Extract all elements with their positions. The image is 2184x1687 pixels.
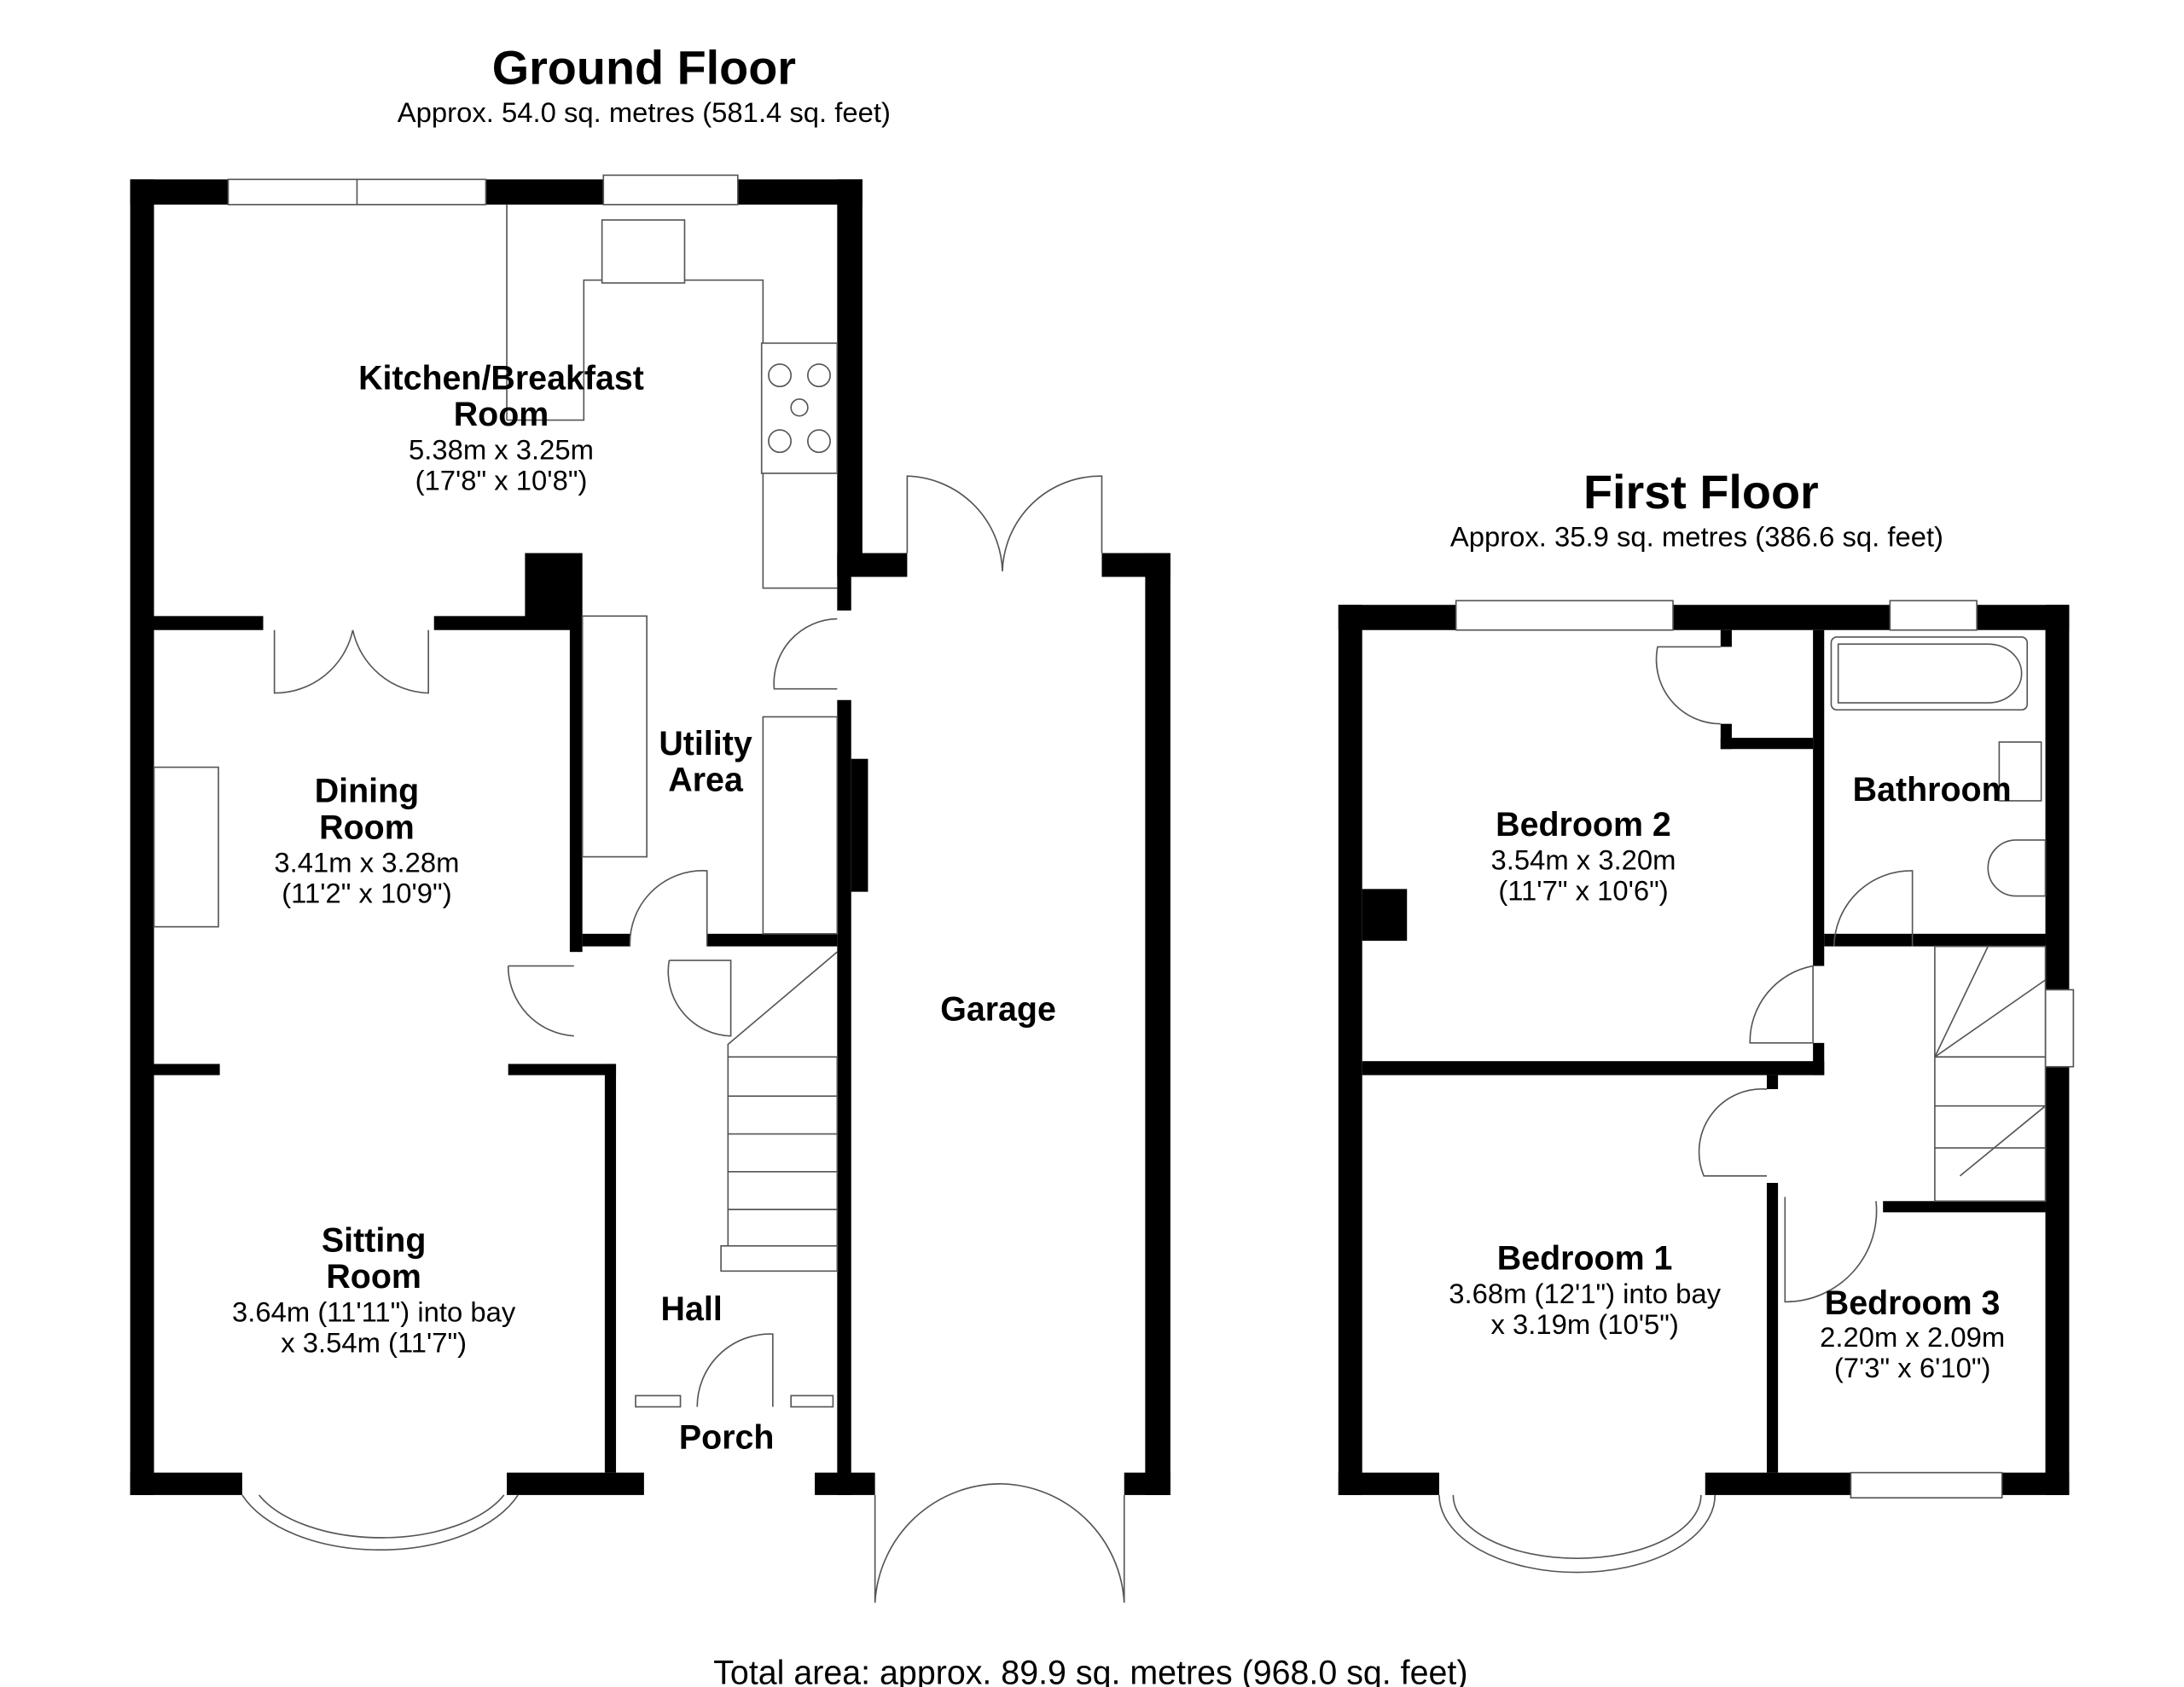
room-garage: Garage bbox=[940, 991, 1056, 1029]
ground-floor-area: Approx. 54.0 sq. metres (581.4 sq. feet) bbox=[398, 96, 891, 128]
total-area: Total area: approx. 89.9 sq. metres (968… bbox=[713, 1654, 1467, 1687]
svg-text:2.20m x 2.09m: 2.20m x 2.09m bbox=[1820, 1321, 2005, 1353]
room-dining: Dining Room 3.41m x 3.28m (11'2" x 10'9"… bbox=[274, 773, 459, 909]
svg-text:x 3.19m (10'5"): x 3.19m (10'5") bbox=[1490, 1308, 1678, 1340]
svg-text:Room: Room bbox=[326, 1258, 421, 1296]
room-kitchen: Kitchen/Breakfast Room 5.38m x 3.25m (17… bbox=[358, 359, 644, 496]
room-porch: Porch bbox=[679, 1419, 775, 1457]
svg-text:3.68m (12'1") into bay: 3.68m (12'1") into bay bbox=[1449, 1278, 1721, 1309]
svg-text:3.41m x 3.28m: 3.41m x 3.28m bbox=[274, 847, 459, 878]
svg-text:5.38m x 3.25m: 5.38m x 3.25m bbox=[409, 434, 594, 466]
room-bathroom: Bathroom bbox=[1853, 771, 2012, 809]
room-bedroom1: Bedroom 1 3.68m (12'1") into bay x 3.19m… bbox=[1449, 1240, 1721, 1340]
svg-text:(11'7" x 10'6"): (11'7" x 10'6") bbox=[1498, 874, 1668, 906]
first-floor-walls bbox=[1338, 605, 2070, 1495]
svg-text:Kitchen/Breakfast: Kitchen/Breakfast bbox=[358, 359, 644, 397]
room-utility: Utility Area bbox=[659, 725, 752, 799]
svg-text:Dining: Dining bbox=[315, 773, 419, 810]
first-floor-area: Approx. 35.9 sq. metres (386.6 sq. feet) bbox=[1450, 520, 1943, 552]
room-hall: Hall bbox=[661, 1290, 723, 1328]
svg-text:Bedroom 1: Bedroom 1 bbox=[1497, 1240, 1673, 1278]
ground-floor-walls bbox=[130, 179, 1170, 1495]
svg-text:Bedroom 3: Bedroom 3 bbox=[1825, 1284, 2001, 1322]
svg-text:Room: Room bbox=[454, 396, 549, 433]
svg-text:x 3.54m (11'7"): x 3.54m (11'7") bbox=[281, 1327, 467, 1359]
ground-floor-fixtures bbox=[153, 174, 1125, 1603]
ground-floor-title: Ground Floor bbox=[492, 41, 796, 95]
svg-text:Sitting: Sitting bbox=[322, 1221, 426, 1259]
room-bedroom3: Bedroom 3 2.20m x 2.09m (7'3" x 6'10") bbox=[1820, 1284, 2005, 1383]
svg-text:Room: Room bbox=[319, 809, 415, 846]
svg-text:(7'3" x 6'10"): (7'3" x 6'10") bbox=[1834, 1352, 1991, 1383]
room-bedroom2: Bedroom 2 3.54m x 3.20m (11'7" x 10'6") bbox=[1490, 806, 1676, 906]
svg-text:3.54m x 3.20m: 3.54m x 3.20m bbox=[1490, 844, 1676, 875]
svg-text:(11'2" x 10'9"): (11'2" x 10'9") bbox=[282, 878, 451, 909]
svg-text:Bedroom 2: Bedroom 2 bbox=[1496, 806, 1671, 844]
svg-text:Utility: Utility bbox=[659, 725, 752, 762]
first-floor-title: First Floor bbox=[1583, 465, 1819, 519]
svg-text:Area: Area bbox=[668, 761, 744, 798]
svg-text:(17'8" x 10'8"): (17'8" x 10'8") bbox=[415, 465, 588, 496]
room-sitting: Sitting Room 3.64m (11'11") into bay x 3… bbox=[232, 1221, 516, 1358]
first-floor-fixtures bbox=[1438, 600, 2075, 1574]
svg-text:3.64m (11'11") into bay: 3.64m (11'11") into bay bbox=[232, 1296, 516, 1327]
